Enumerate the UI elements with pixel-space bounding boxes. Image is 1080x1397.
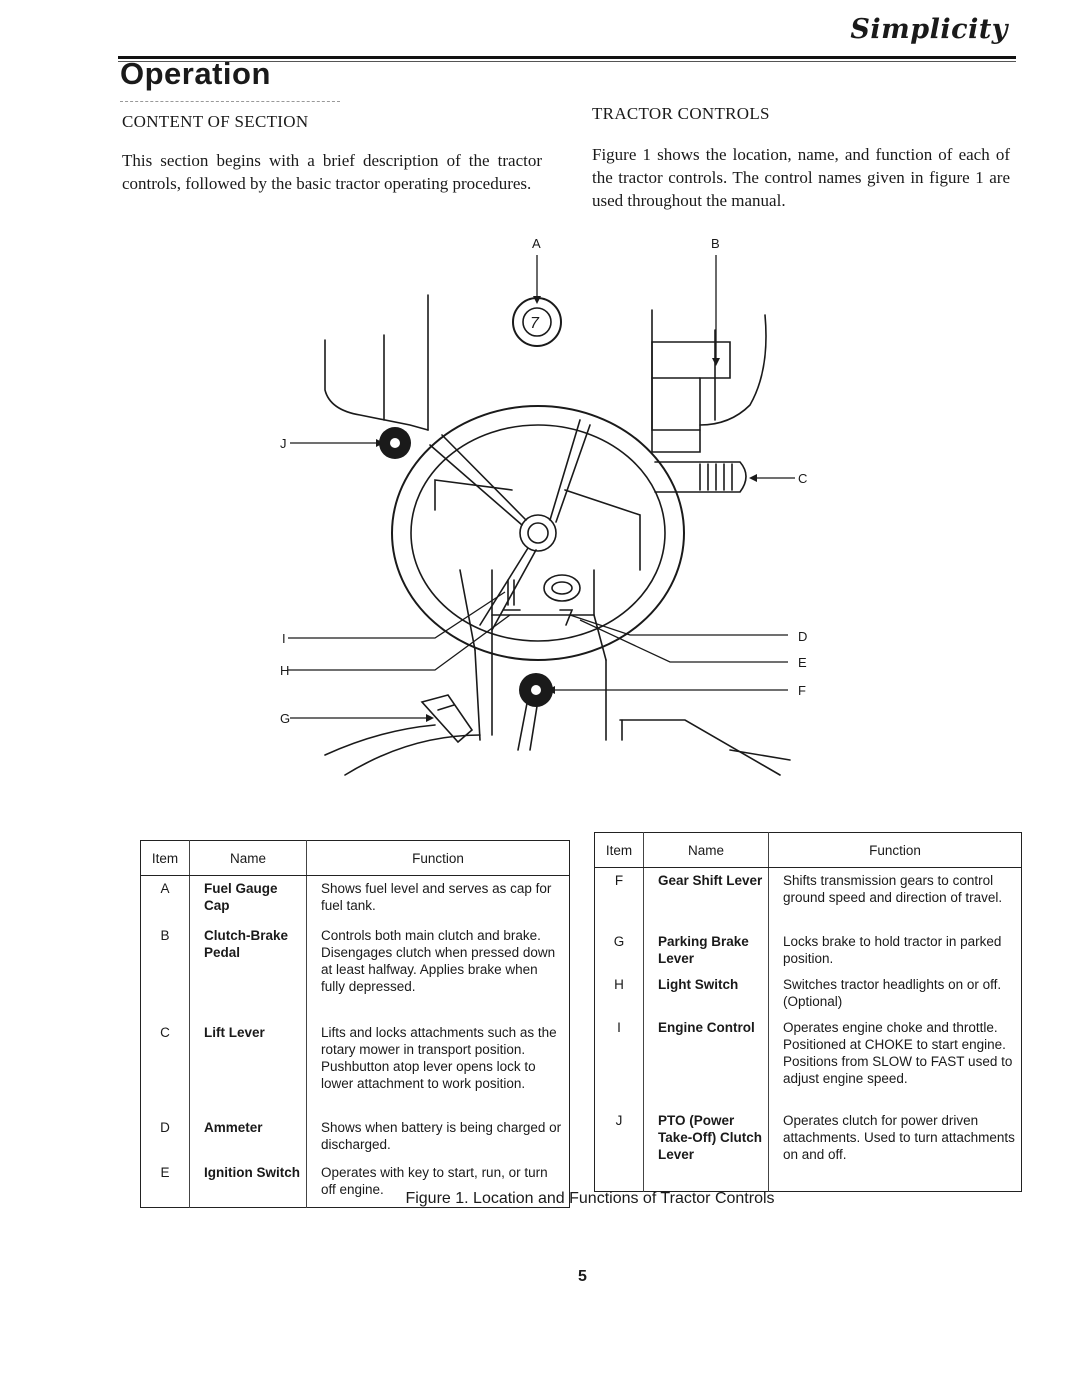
table-row: E Ignition Switch Operates with key to s… [141, 1160, 570, 1208]
table-row: C Lift Lever Lifts and locks attachments… [141, 1020, 570, 1115]
row-name: Ignition Switch [189, 1160, 307, 1208]
controls-table-left: Item Name Function A Fuel Gauge Cap Show… [140, 840, 570, 1208]
header-rule [118, 56, 1016, 59]
row-function: Operates engine choke and throttle. Posi… [768, 1015, 1022, 1108]
svg-text:7: 7 [530, 315, 540, 332]
figure-caption: Figure 1. Location and Functions of Trac… [405, 1190, 775, 1207]
title-underline [120, 101, 340, 103]
row-name: Lift Lever [189, 1020, 307, 1115]
header-rule-thin [118, 61, 1016, 62]
brand-logo: Simplicity [850, 14, 1008, 45]
tractor-controls-diagram: 7 A B C D [280, 236, 807, 776]
callout-g: G [280, 711, 290, 726]
controls-paragraph: Figure 1 shows the location, name, and f… [592, 145, 1010, 210]
callout-f: F [798, 683, 806, 698]
table-row: D Ammeter Shows when battery is being ch… [141, 1115, 570, 1160]
table-row: B Clutch-Brake Pedal Controls both main … [141, 923, 570, 1020]
row-function: Operates clutch for power driven attachm… [768, 1108, 1022, 1192]
controls-table-right: Item Name Function F Gear Shift Lever Sh… [594, 832, 1022, 1192]
row-function: Controls both main clutch and brake. Dis… [306, 923, 570, 1020]
content-paragraph: This section begins with a brief descrip… [122, 151, 542, 193]
row-name: Fuel Gauge Cap [189, 875, 307, 923]
row-item: F [614, 873, 624, 888]
table-row: A Fuel Gauge Cap Shows fuel level and se… [141, 875, 570, 923]
content-heading: CONTENT OF SECTION [122, 112, 309, 131]
row-item: D [160, 1120, 170, 1135]
row-item: I [617, 1020, 621, 1035]
row-item: B [160, 928, 170, 943]
table-row: J PTO (Power Take-Off) Clutch Lever Oper… [595, 1108, 1022, 1192]
table-row: G Parking Brake Lever Locks brake to hol… [595, 929, 1022, 972]
table-row: F Gear Shift Lever Shifts transmission g… [595, 867, 1022, 929]
row-function: Lifts and locks attachments such as the … [306, 1020, 570, 1115]
row-function: Locks brake to hold tractor in parked po… [768, 929, 1022, 972]
row-item: A [160, 881, 170, 896]
col-item: Item [140, 840, 190, 876]
callout-i: I [282, 631, 286, 646]
section-title: Operation [120, 56, 271, 91]
callout-e: E [798, 655, 807, 670]
row-name: Engine Control [643, 1015, 769, 1108]
row-function: Shifts transmission gears to control gro… [768, 867, 1022, 929]
row-function: Shows when battery is being charged or d… [306, 1115, 570, 1160]
callout-c: C [798, 471, 807, 486]
col-function: Function [768, 832, 1022, 868]
callout-d: D [798, 629, 807, 644]
row-item: C [160, 1025, 170, 1040]
row-item: J [615, 1113, 623, 1128]
row-item: G [613, 934, 625, 949]
col-name: Name [643, 832, 769, 868]
row-function: Operates with key to start, run, or turn… [306, 1160, 570, 1208]
row-name: Gear Shift Lever [643, 867, 769, 929]
row-function: Shows fuel level and serves as cap for f… [306, 875, 570, 923]
page-number: 5 [578, 1268, 587, 1285]
row-name: Parking Brake Lever [643, 929, 769, 972]
row-name: Clutch-Brake Pedal [189, 923, 307, 1020]
callout-b: B [711, 236, 720, 251]
col-item: Item [594, 832, 644, 868]
callout-j: J [280, 436, 287, 451]
row-name: Ammeter [189, 1115, 307, 1160]
callout-a: A [532, 236, 541, 251]
row-function: Switches tractor headlights on or off. (… [768, 972, 1022, 1015]
col-name: Name [189, 840, 307, 876]
row-item: H [614, 977, 624, 992]
table-row: H Light Switch Switches tractor headligh… [595, 972, 1022, 1015]
row-item: E [160, 1165, 170, 1180]
controls-heading: TRACTOR CONTROLS [592, 104, 770, 123]
callout-h: H [280, 663, 289, 678]
col-function: Function [306, 840, 570, 876]
row-name: Light Switch [643, 972, 769, 1015]
table-row: I Engine Control Operates engine choke a… [595, 1015, 1022, 1108]
row-name: PTO (Power Take-Off) Clutch Lever [643, 1108, 769, 1192]
